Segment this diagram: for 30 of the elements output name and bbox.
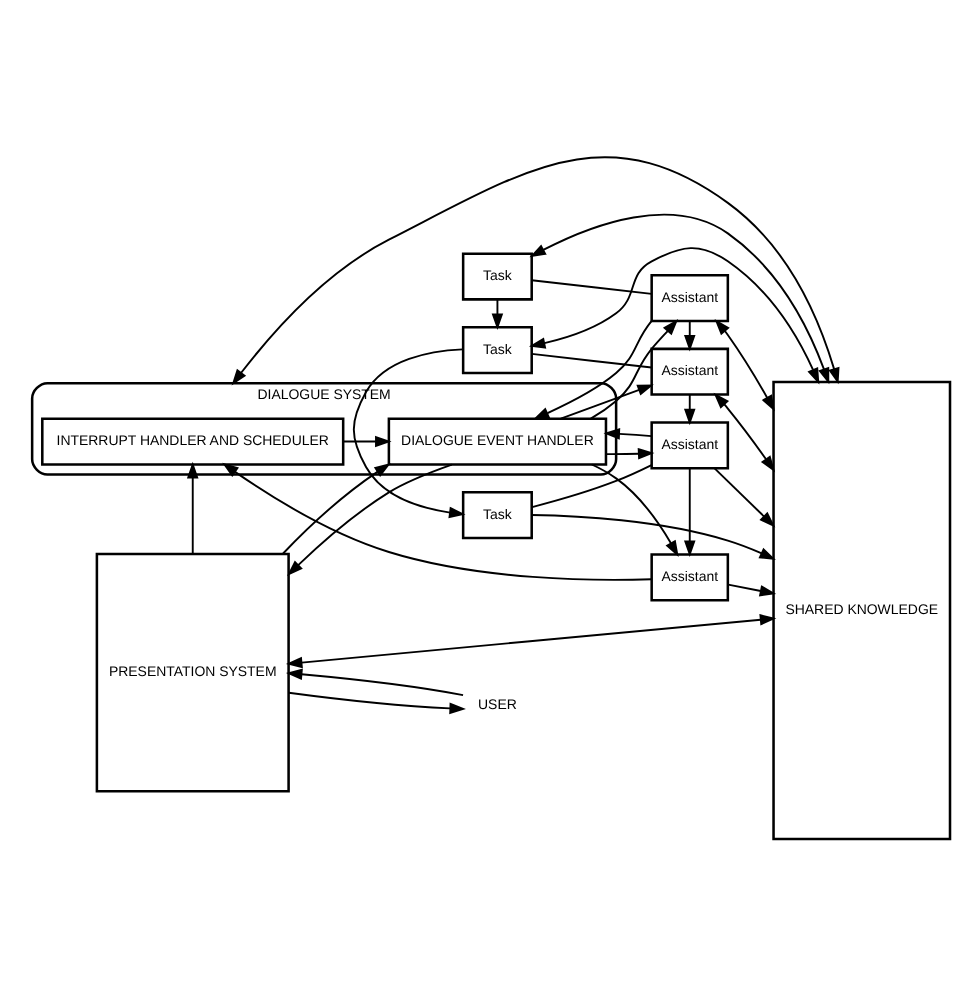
arrow bbox=[528, 247, 820, 385]
connector bbox=[530, 279, 653, 295]
arrow bbox=[285, 668, 464, 697]
arrow bbox=[530, 514, 776, 560]
arrow bbox=[282, 463, 391, 555]
arrow bbox=[222, 462, 653, 581]
arrow bbox=[231, 156, 840, 386]
arrow bbox=[589, 319, 679, 420]
arrow bbox=[285, 614, 777, 669]
arrow bbox=[491, 298, 504, 331]
arrow bbox=[713, 467, 776, 528]
arrow bbox=[532, 319, 653, 420]
arrow bbox=[559, 384, 654, 420]
arrow bbox=[727, 583, 777, 597]
arrow bbox=[713, 392, 776, 473]
arrow bbox=[286, 463, 453, 577]
arrow bbox=[603, 428, 653, 440]
arrow bbox=[590, 463, 679, 557]
connector bbox=[530, 352, 653, 369]
arrow bbox=[342, 435, 392, 448]
arrow bbox=[683, 320, 696, 352]
arrow bbox=[529, 213, 830, 385]
arrow bbox=[683, 467, 696, 558]
connector bbox=[531, 464, 653, 509]
arrow bbox=[683, 393, 696, 426]
arrow bbox=[186, 461, 199, 555]
arrow bbox=[714, 319, 775, 412]
arrow bbox=[352, 348, 466, 519]
arrow bbox=[605, 447, 655, 460]
arrow bbox=[287, 691, 466, 715]
